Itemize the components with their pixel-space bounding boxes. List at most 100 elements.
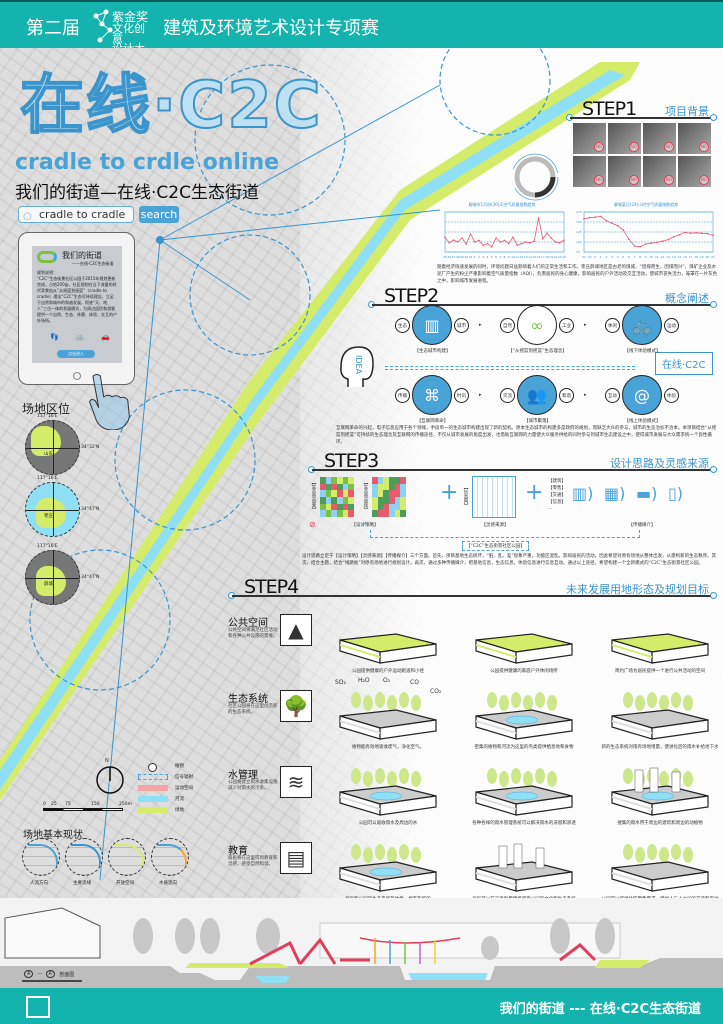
search-value: cradle to cradle [39,208,126,221]
north-arrow-icon [96,766,124,794]
no-badge-icon: NO [629,142,639,152]
pollution-photo: NO [608,123,641,154]
x-tick-label: 2 [478,255,480,259]
scale-bar [43,808,123,811]
step2-text: 互联网革命的兴起，电子信息应用于各个领域，手段单一的生态城市构建出现了新的契机。… [336,426,717,445]
data-point [554,241,557,243]
meridian-line [53,483,54,536]
media-type-label: … [548,506,553,511]
home-button[interactable] [73,372,81,380]
diagram-caption: 公园可以吸收雨水及周边的水 [358,821,418,826]
data-point [546,232,548,234]
landscape-block-diagram [475,843,573,892]
step-label: STEP [244,576,288,598]
parallel-line [26,448,79,449]
no-badge-icon: NO [594,142,604,152]
category-description: 居民将在这里得到教育和灵感，感受自然和谐。 [228,856,278,867]
step-number: 2 [427,285,439,307]
diagram-caption: 搜集的雨水用于周边的建筑和周边的动植物 [617,821,703,826]
scale-tick: 25 [51,802,57,807]
region-name: 山东 [44,452,53,457]
data-point [503,239,506,242]
location-map-2: 枣庄 [25,482,80,537]
flow-line [114,844,144,874]
search-input[interactable]: ○cradle to cradle [18,206,134,223]
c2c-logo-icon: ∞ [517,305,557,345]
landscape-block-diagram [339,844,437,892]
y-tick-label: 125 [576,230,582,234]
data-point [507,242,510,245]
chemical-label: H₂O [358,677,370,684]
x-tick-label: 20 [554,255,558,259]
x-tick-label: 22 [582,255,586,259]
arrow-icon: ▸ [584,322,587,328]
concept-tag: 自然 [500,318,515,333]
tablet-subtitle: ——在线·C2C生态街道 [72,261,114,266]
footer-logo-icon [26,996,50,1018]
media-type-label: 【建筑】 [548,479,566,484]
step-divider [372,304,712,306]
data-point [650,242,653,244]
flow-line [157,844,187,874]
landscape-block-diagram [339,768,437,816]
shop-wifi-icon: ▦) [604,484,626,503]
concept-caption: 【线上体验模式】 [624,419,661,424]
data-point [639,246,641,248]
y-tick-label: 175 [576,210,582,214]
step4-heading: STEP4 [244,576,299,598]
data-point [473,241,476,243]
legend-label: 植物 [175,764,184,769]
data-point [633,245,636,247]
x-tick-label: 15 [532,255,536,259]
subtitle-english: cradle to crdle online [15,150,280,175]
step1-section-title: 项目背景 [665,105,709,118]
house-icon: ▲ [280,614,312,646]
plus-icon: + [440,480,459,505]
data-point [656,241,658,244]
search-button[interactable]: search [139,206,179,223]
enter-button[interactable]: 点击进入 [57,350,95,358]
at-icon: @ [622,375,662,415]
data-point [600,215,602,218]
check-icon: ✓ [361,520,368,529]
pointing-hand-icon [89,373,130,430]
concept-tag: 时讯 [454,388,469,403]
data-point [499,241,502,243]
data-point [486,242,489,245]
no-badge-icon: NO [664,142,674,152]
north-label: N [105,758,109,764]
concept-tag: 运动 [664,318,679,333]
eco-grid-bad [320,477,354,517]
concept-connector [385,366,635,370]
parallel-line [26,578,79,579]
x-tick-label: 23 [588,255,592,259]
x-tick-label: 4 [487,255,489,259]
subtitle-chinese: 我们的街道—在线·C2C生态街道 [15,183,259,203]
data-point [644,243,647,245]
x-tick-label: 17 [689,255,693,259]
scale-tick: 150 [91,802,100,807]
concept-tag: 传播 [395,388,410,403]
location-map-3: 薛城 [25,550,80,605]
data-point [541,238,544,240]
chemical-label: CO₂ [430,688,442,695]
data-point [529,242,531,244]
result-label: 【“C2C”生态街景社区公园】 [462,541,529,551]
data-point [588,216,591,219]
people-icon: 👥 [517,375,557,415]
data-point [611,222,613,224]
data-point [469,233,472,235]
legend-swatch [148,763,157,772]
region-name: 薛城 [44,582,53,587]
scale-tick: 250m [119,802,132,807]
site-status-label: 水质流向 [159,881,177,886]
data-point [444,236,446,238]
city-icon: ▥ [412,305,452,345]
diagram-caption: 公园提供健康的家庭户外休闲场所 [490,669,558,674]
section-label: A—A'剖面图 [24,970,74,978]
data-point [563,239,565,242]
mode-icons: 👣🚲🚗 [50,334,110,341]
truck-wifi-icon: ▬) [636,484,658,503]
